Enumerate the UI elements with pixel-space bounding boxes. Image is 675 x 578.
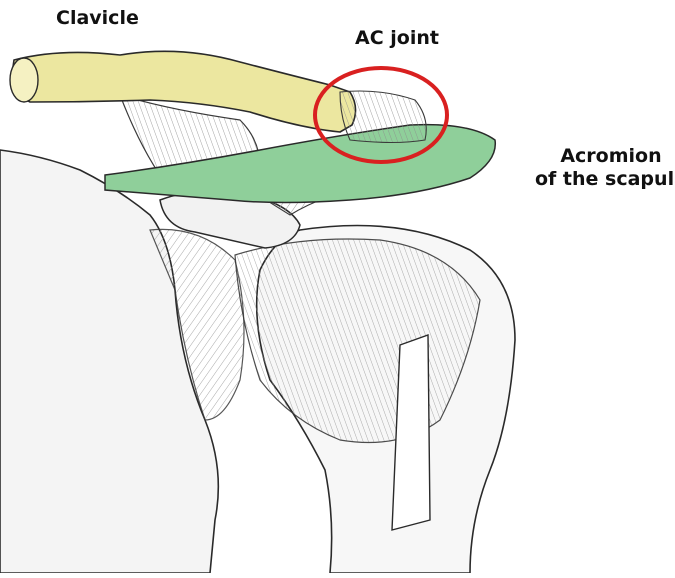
clavicle-end: [10, 58, 38, 102]
label-clavicle: Clavicle: [56, 7, 139, 30]
label-ac-joint: AC joint: [355, 27, 439, 50]
joint-capsule: [235, 239, 480, 443]
label-acromion: Acromion of the scapula: [535, 145, 675, 191]
label-acromion-line1: Acromion: [535, 145, 675, 168]
ac-joint-ligaments: [340, 91, 426, 143]
label-acromion-line2: of the scapula: [535, 168, 675, 191]
